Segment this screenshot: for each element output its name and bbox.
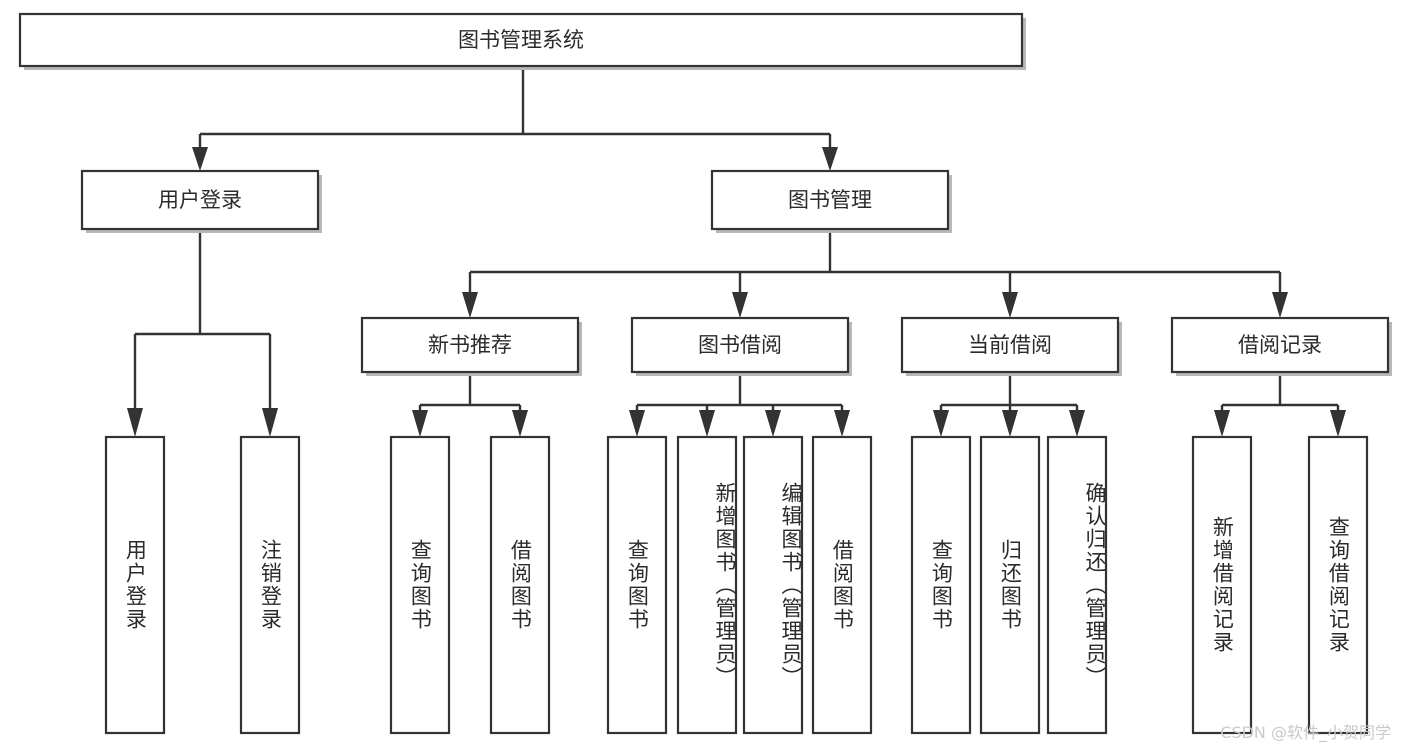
node-new-book-recommend[interactable]: 新书推荐 <box>360 316 582 376</box>
watermark-credit: CSDN @软件_小贺同学 <box>1220 723 1391 742</box>
arrow-head-borrow-records <box>1272 292 1288 318</box>
arrow-head-borrow-leaf-1 <box>629 410 645 437</box>
leaf-node-records-add[interactable] <box>1191 435 1253 735</box>
leaf-node-current-return[interactable] <box>979 435 1041 735</box>
node-borrow-records[interactable]: 借阅记录 <box>1170 316 1392 376</box>
leaf-node-recommend-query[interactable] <box>389 435 451 735</box>
arrow-head-recommend-leaf-1 <box>412 410 428 437</box>
node-book-borrow-box <box>630 316 850 374</box>
leaf-box-recommend-query <box>389 435 451 735</box>
arrow-head-current-leaf-2 <box>1002 410 1018 437</box>
leaf-box-borrow-edit <box>742 435 804 735</box>
leaf-node-logout[interactable] <box>239 435 301 735</box>
arrow-head-book-manage <box>822 147 838 171</box>
leaf-box-current-return <box>979 435 1041 735</box>
node-user-login-label: 用户登录 <box>158 188 242 212</box>
leaf-box-recommend-borrow <box>489 435 551 735</box>
leaf-box-current-query <box>910 435 972 735</box>
arrow-head-records-leaf-2 <box>1330 410 1346 437</box>
leaf-box-borrow-lend <box>811 435 873 735</box>
arrow-head-current-leaf-1 <box>933 410 949 437</box>
node-book-borrow[interactable]: 图书借阅 <box>630 316 852 376</box>
leaf-node-current-query[interactable] <box>910 435 972 735</box>
leaf-node-borrow-query[interactable] <box>606 435 668 735</box>
arrow-head-borrow-leaf-2 <box>699 410 715 437</box>
leaf-node-records-query[interactable] <box>1307 435 1369 735</box>
arrow-head-book-borrow <box>732 292 748 318</box>
leaf-box-logout <box>239 435 301 735</box>
arrow-head-current-leaf-3 <box>1069 410 1085 437</box>
leaf-node-borrow-edit[interactable] <box>742 435 804 735</box>
node-book-borrow-label: 图书借阅 <box>698 333 782 357</box>
node-borrow-records-label: 借阅记录 <box>1238 333 1322 357</box>
leaf-box-records-query <box>1307 435 1369 735</box>
node-root[interactable]: 图书管理系统 <box>18 12 1026 70</box>
arrow-head-borrow-leaf-4 <box>834 410 850 437</box>
leaf-node-borrow-add[interactable] <box>676 435 738 735</box>
node-user-login-box <box>80 169 320 231</box>
arrow-head-recommend-leaf-2 <box>512 410 528 437</box>
arrow-head-records-leaf-1 <box>1214 410 1230 437</box>
node-new-book-recommend-label: 新书推荐 <box>428 333 512 357</box>
node-new-book-recommend-box <box>360 316 580 374</box>
node-root-box <box>18 12 1024 68</box>
arrow-head-leaf-user-login <box>127 408 143 437</box>
node-book-manage-box <box>710 169 950 231</box>
leaf-node-borrow-lend[interactable] <box>811 435 873 735</box>
leaf-box-records-add <box>1191 435 1253 735</box>
arrow-head-new-book-recommend <box>462 292 478 318</box>
arrow-head-user-login <box>192 147 208 171</box>
node-borrow-records-box <box>1170 316 1390 374</box>
leaf-node-current-confirm[interactable] <box>1046 435 1108 735</box>
arrow-head-borrow-leaf-3 <box>765 410 781 437</box>
node-root-label: 图书管理系统 <box>458 28 584 52</box>
leaf-box-current-confirm <box>1046 435 1108 735</box>
leaf-box-user-login <box>104 435 166 735</box>
leaf-box-borrow-add <box>676 435 738 735</box>
node-book-manage[interactable]: 图书管理 <box>710 169 952 233</box>
node-user-login[interactable]: 用户登录 <box>80 169 322 233</box>
arrow-head-current-borrow <box>1002 292 1018 318</box>
node-current-borrow-label: 当前借阅 <box>968 333 1052 357</box>
leaf-node-recommend-borrow[interactable] <box>489 435 551 735</box>
node-current-borrow-box <box>900 316 1120 374</box>
node-book-manage-label: 图书管理 <box>788 188 872 212</box>
connector-group <box>127 70 1346 437</box>
node-current-borrow[interactable]: 当前借阅 <box>900 316 1122 376</box>
arrow-head-leaf-logout <box>262 408 278 437</box>
leaf-node-user-login[interactable] <box>104 435 166 735</box>
leaf-box-borrow-query <box>606 435 668 735</box>
